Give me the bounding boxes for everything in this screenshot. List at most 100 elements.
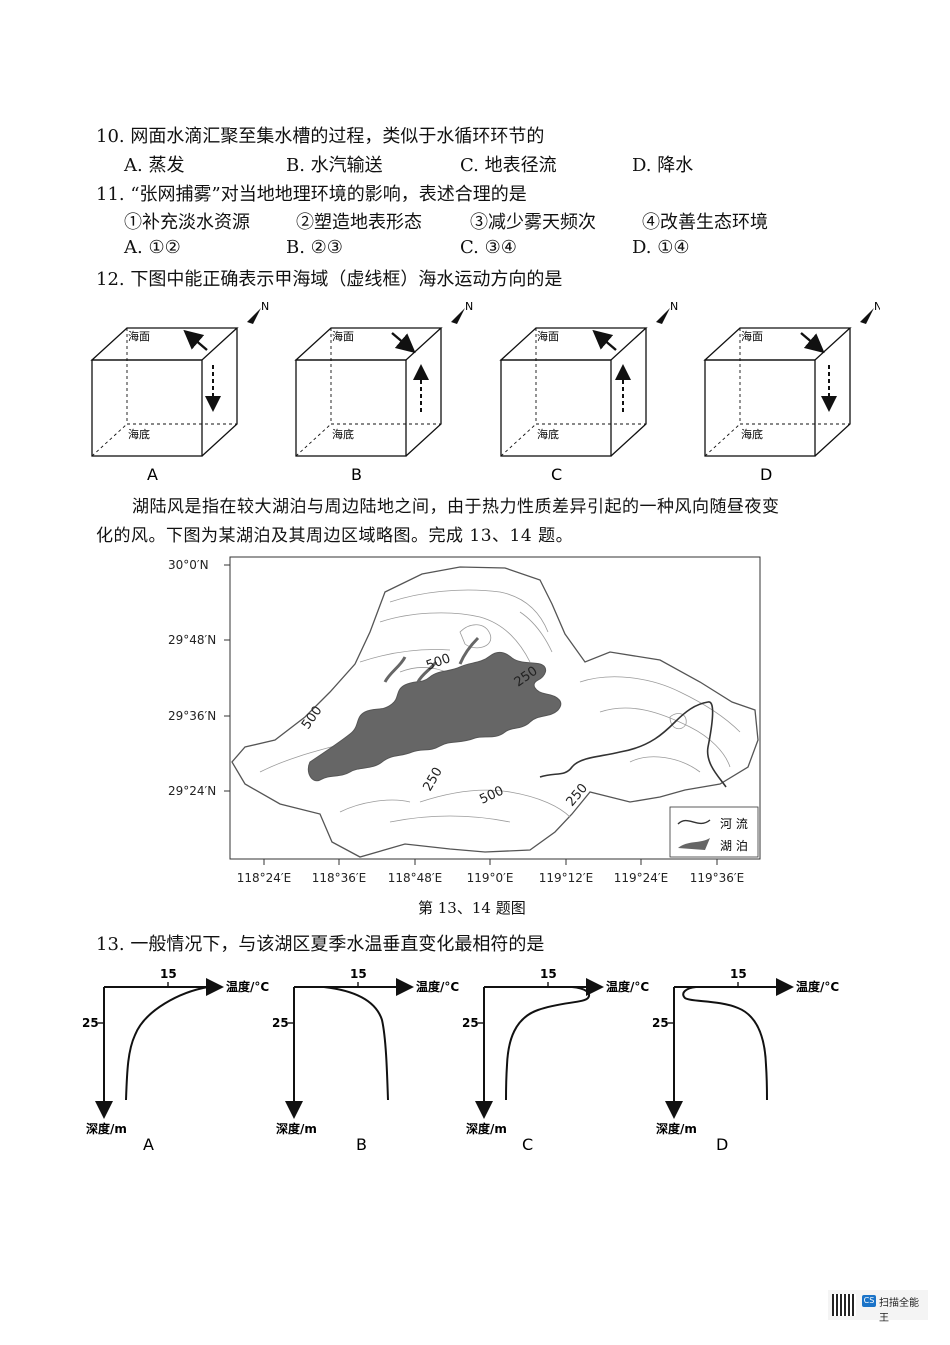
- q13-panel-c: 15 25 温度/°C 深度/m C: [462, 967, 649, 1154]
- q13-panel-b: 15 25 温度/°C 深度/m B: [272, 967, 459, 1154]
- q12-bottom-label-c: 海底: [537, 427, 559, 441]
- map-lon-tick-6: 119°24′E: [614, 871, 668, 885]
- q13-y-tick-a: 25: [82, 1016, 99, 1030]
- q13-y-axis-a: 深度/m: [86, 1121, 127, 1136]
- map-lon-tick-5: 119°12′E: [539, 871, 593, 885]
- q13-curve-d: [682, 986, 768, 1101]
- q11-stem: 11. “张网捕雾”对当地地理环境的影响，表述合理的是: [96, 184, 527, 205]
- q11-option-a: A. ①②: [124, 237, 181, 258]
- q13-x-tick-a: 15: [160, 967, 177, 981]
- q12-surface-arrow-a: [183, 329, 208, 351]
- map-lake: [307, 651, 562, 782]
- watermark-text: 扫描全能王: [879, 1298, 919, 1324]
- q12-north-b: N: [465, 300, 473, 313]
- q13-x-tick-b: 15: [350, 967, 367, 981]
- q11-option-d: D. ①④: [632, 237, 690, 258]
- north-arrow-icon-c: N: [656, 300, 678, 324]
- passage-line-1: 湖陆风是指在较大湖泊与周边陆地之间，由于热力性质差异引起的一种风向随昼夜变: [132, 497, 780, 517]
- q13-curve-b: [323, 986, 389, 1101]
- q11-item-3: ③减少雾天频次: [470, 212, 596, 233]
- legend-lake-icon: [678, 838, 710, 850]
- q10-option-a: A. 蒸发: [124, 155, 185, 176]
- north-arrow-icon-a: N: [247, 300, 269, 324]
- q13-y-tick-c: 25: [462, 1016, 479, 1030]
- map-lon-tick-4: 119°0′E: [467, 871, 514, 885]
- q12-bottom-label-b: 海底: [332, 427, 354, 441]
- q13-x-axis-b: 温度/°C: [416, 979, 459, 994]
- q12-surface-label-b: 海面: [332, 329, 354, 343]
- map-lat-tick-4: 29°24′N: [168, 784, 216, 798]
- q13-stem: 13. 一般情况下，与该湖区夏季水温垂直变化最相符的是: [96, 934, 545, 955]
- q12-surface-label-c: 海面: [537, 329, 559, 343]
- lake-region-map: 30°0′N 29°48′N 29°36′N 29°24′N 118°24′E …: [168, 556, 761, 885]
- q12-surface-arrow-b: [391, 332, 416, 354]
- q13-y-tick-d: 25: [652, 1016, 669, 1030]
- q12-bottom-label-a: 海底: [128, 427, 150, 441]
- q13-x-tick-d: 15: [730, 967, 747, 981]
- north-arrow-icon-b: N: [451, 300, 473, 324]
- q13-panel-d: 15 25 温度/°C 深度/m D: [652, 967, 839, 1154]
- q12-panel-d: 海面 海底 N D: [703, 300, 880, 484]
- q12-north-c: N: [670, 300, 678, 313]
- q11-item-2: ②塑造地表形态: [296, 212, 422, 233]
- map-lat-tick-1: 30°0′N: [168, 558, 209, 572]
- q13-x-tick-c: 15: [540, 967, 557, 981]
- q12-stem: 12. 下图中能正确表示甲海域（虚线框）海水运动方向的是: [96, 269, 563, 290]
- q13-y-tick-b: 25: [272, 1016, 289, 1030]
- legend-lake-label: 湖 泊: [720, 838, 748, 853]
- q13-curve-a: [125, 986, 209, 1101]
- q13-panel-label-a: A: [143, 1135, 154, 1154]
- qr-code-icon: [832, 1294, 856, 1316]
- map-lat-tick-2: 29°48′N: [168, 633, 216, 647]
- q11-item-4: ④改善生态环境: [642, 212, 768, 233]
- q12-surface-arrow-c: [592, 329, 617, 351]
- q11-option-b: B. ②③: [286, 237, 343, 258]
- q12-north-d: N: [874, 300, 880, 313]
- q10-option-d: D. 降水: [632, 155, 694, 176]
- q12-panel-c: 海面 海底 N C: [499, 300, 678, 484]
- q10-option-b: B. 水汽输送: [286, 155, 383, 176]
- q12-cube-diagrams: 海面 海底 N A 海面 海底 N B 海面 海底: [90, 300, 880, 484]
- q13-panel-label-b: B: [356, 1135, 367, 1154]
- q12-panel-a: 海面 海底 N A: [90, 300, 269, 484]
- q12-panel-label-d: D: [760, 465, 772, 484]
- q13-x-axis-d: 温度/°C: [796, 979, 839, 994]
- q13-curve-c: [505, 986, 591, 1101]
- q11-option-c: C. ③④: [460, 237, 517, 258]
- map-river: [539, 701, 727, 788]
- q12-bottom-label-d: 海底: [741, 427, 763, 441]
- q13-panel-a: 15 25 温度/°C 深度/m A: [82, 967, 269, 1154]
- map-lon-tick-1: 118°24′E: [237, 871, 291, 885]
- q12-panel-label-b: B: [351, 465, 362, 484]
- q12-surface-arrow-d: [800, 332, 825, 354]
- q13-y-axis-d: 深度/m: [656, 1121, 697, 1136]
- q12-panel-label-a: A: [147, 465, 158, 484]
- q12-panel-b: 海面 海底 N B: [294, 300, 473, 484]
- north-arrow-icon-d: N: [860, 300, 880, 324]
- legend-river-icon: [677, 819, 711, 825]
- q10-stem: 10. 网面水滴汇聚至集水槽的过程，类似于水循环环节的: [96, 126, 545, 147]
- q10-option-c: C. 地表径流: [460, 155, 557, 176]
- legend-river-label: 河 流: [720, 817, 748, 831]
- q12-surface-label-a: 海面: [128, 329, 150, 343]
- q13-x-axis-a: 温度/°C: [226, 979, 269, 994]
- passage-line-2: 化的风。下图为某湖泊及其周边区域略图。完成 13、14 题。: [96, 526, 574, 546]
- q12-surface-label-d: 海面: [741, 329, 763, 343]
- map-lon-tick-2: 118°36′E: [312, 871, 366, 885]
- q13-y-axis-c: 深度/m: [466, 1121, 507, 1136]
- map-lon-tick-7: 119°36′E: [690, 871, 744, 885]
- q11-item-1: ①补充淡水资源: [124, 212, 250, 233]
- scanner-watermark: CS 扫描全能王: [828, 1290, 928, 1324]
- q13-x-axis-c: 温度/°C: [606, 979, 649, 994]
- q13-panel-label-c: C: [522, 1135, 533, 1154]
- cs-badge-icon: CS: [862, 1295, 876, 1307]
- q13-temperature-profiles: 15 25 温度/°C 深度/m A 15 25 温度/°C 深度/m B 15…: [82, 967, 839, 1154]
- q12-panel-label-c: C: [551, 465, 562, 484]
- q13-panel-label-d: D: [716, 1135, 728, 1154]
- map-lon-tick-3: 118°48′E: [388, 871, 442, 885]
- map-caption: 第 13、14 题图: [418, 899, 526, 917]
- q12-north-a: N: [261, 300, 269, 313]
- map-lat-tick-3: 29°36′N: [168, 709, 216, 723]
- map-legend: 河 流 湖 泊: [669, 806, 759, 858]
- q13-y-axis-b: 深度/m: [276, 1121, 317, 1136]
